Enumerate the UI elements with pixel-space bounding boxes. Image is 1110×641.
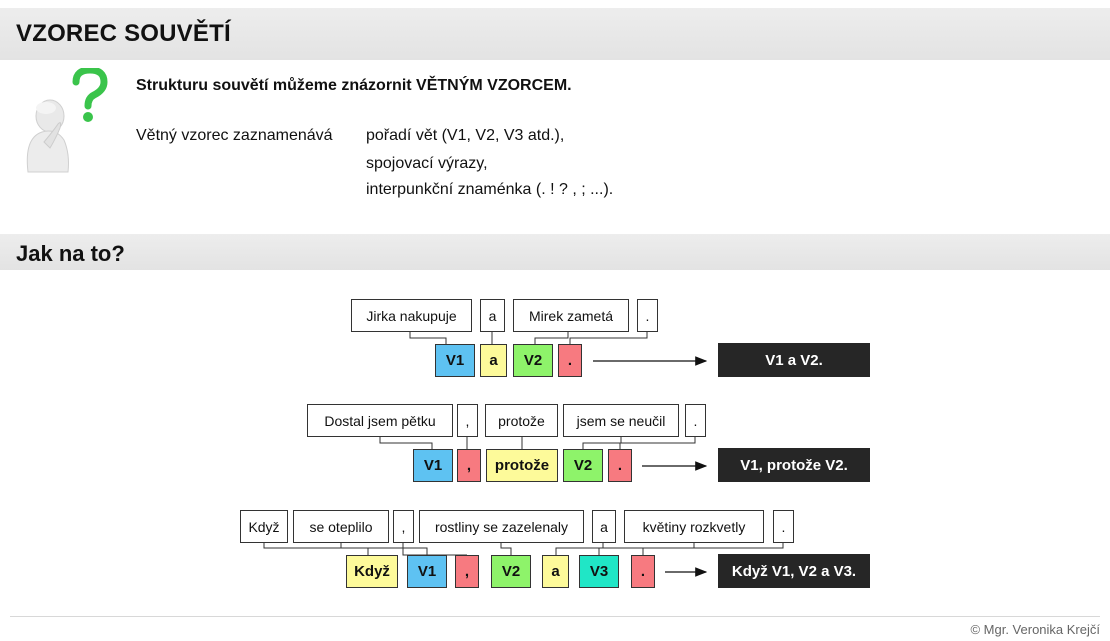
punctuation-box: , [457,404,478,437]
clause-box: Jirka nakupuje [351,299,472,332]
intro-label: Větný vzorec zaznamenává [136,127,333,144]
code-v2: V2 [563,449,603,482]
title-band [0,8,1110,60]
section-band [0,234,1110,270]
code-v2: V2 [491,555,531,588]
clause-box: Mirek zametá [513,299,629,332]
intro-item-order: pořadí vět (V1, V2, V3 atd.), [366,127,565,144]
connector-box: a [592,510,616,543]
thinking-person-icon [26,99,69,173]
intro-item-punctuation: interpunkční znaménka (. ! ? , ; ...). [366,181,614,198]
page-title: VZOREC SOUVĚTÍ [16,20,231,47]
question-mark-icon [72,66,108,122]
code-punctuation: . [631,555,655,588]
punctuation-box: . [773,510,794,543]
clause-box: jsem se neučil [563,404,679,437]
code-punctuation: , [455,555,479,588]
code-connector: Když [346,555,398,588]
code-v1: V1 [413,449,453,482]
copyright: © Mgr. Veronika Krejčí [970,622,1100,637]
result-pattern: V1, protože V2. [718,448,870,482]
clause-box: květiny rozkvetly [624,510,764,543]
result-pattern: Když V1, V2 a V3. [718,554,870,588]
code-v2: V2 [513,344,553,377]
intro-heading: Strukturu souvětí můžeme znázornit VĚTNÝ… [136,77,572,94]
punctuation-box: , [393,510,414,543]
code-punctuation: , [457,449,481,482]
code-connector: protože [486,449,558,482]
section-title: Jak na to? [16,241,125,266]
clause-box: rostliny se zazelenaly [419,510,584,543]
arrow-right-icon [593,356,708,577]
clause-box: se oteplilo [293,510,389,543]
code-v1: V1 [435,344,475,377]
code-punctuation: . [608,449,632,482]
result-pattern: V1 a V2. [718,343,870,377]
code-connector: a [480,344,507,377]
connector-box: Když [240,510,288,543]
intro-item-connectors: spojovací výrazy, [366,155,488,172]
code-v1: V1 [407,555,447,588]
connector-box: a [480,299,505,332]
footer-divider [10,616,1100,617]
code-punctuation: . [558,344,582,377]
code-connector: a [542,555,569,588]
connector-box: protože [485,404,558,437]
code-v3: V3 [579,555,619,588]
punctuation-box: . [637,299,658,332]
clause-box: Dostal jsem pětku [307,404,453,437]
thinking-figure [14,66,114,178]
punctuation-box: . [685,404,706,437]
